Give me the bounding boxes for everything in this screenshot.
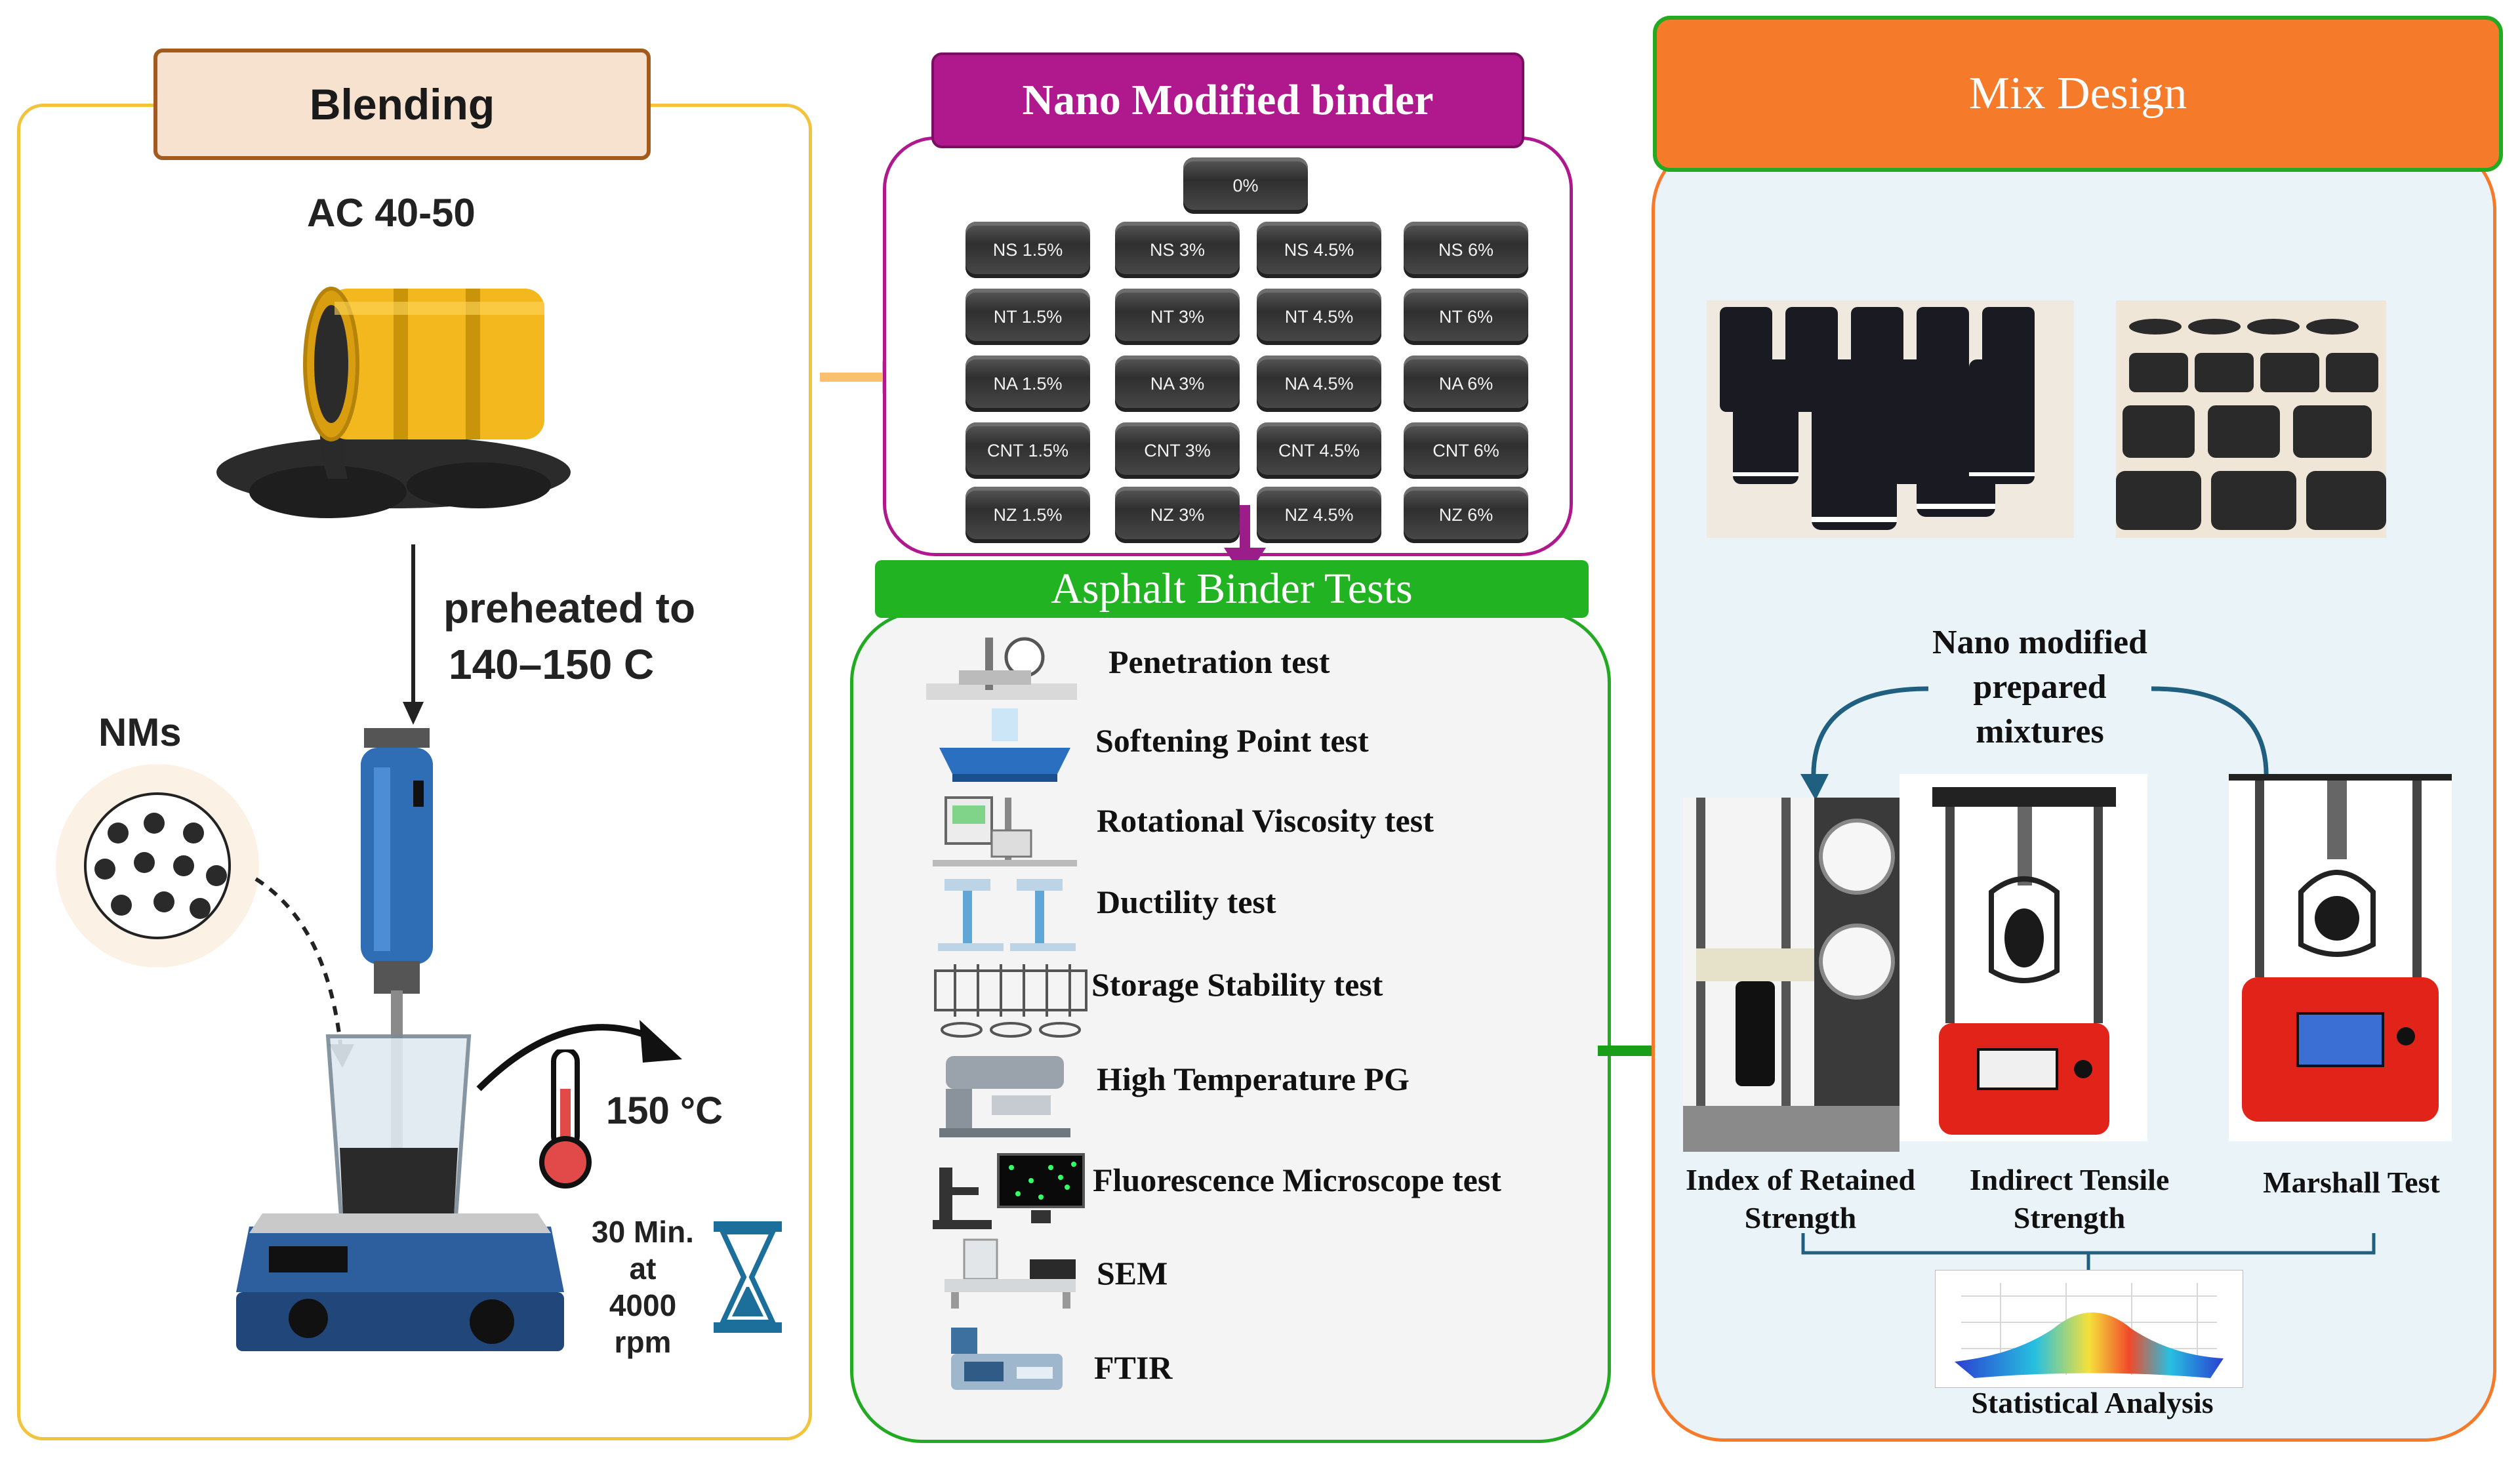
test-label-storage-stability: Storage Stability test [1091,966,1383,1003]
sample-disc: CNT 3% [1115,422,1240,479]
sample-disc: NT 4.5% [1257,289,1381,345]
nanomaterial-particles-icon [56,764,259,967]
test-label-rotational-viscosity: Rotational Viscosity test [1097,802,1434,839]
indirect-tensile-label: Indirect Tensile Strength [1935,1161,2204,1237]
sample-disc: NA 1.5% [965,356,1090,412]
preheat-label-line1: preheated to [443,584,696,632]
nms-label: NMs [98,710,182,754]
dsr-rheometer-icon [939,1056,1070,1137]
test-label-ductility: Ductility test [1097,884,1276,920]
sample-disc: NS 4.5% [1257,222,1381,278]
sample-disc: NS 1.5% [965,222,1090,278]
prepared-line-1: Nano modified [1932,624,2147,661]
blending-title: Blending [153,49,651,160]
thermometer-icon [539,1049,592,1189]
sample-disc: NA 3% [1115,356,1240,412]
sample-disc: CNT 4.5% [1257,422,1381,479]
retained-strength-label: Index of Retained Strength [1666,1161,1935,1237]
sample-disc: NZ 1.5% [965,487,1090,543]
prepared-line-3: mixtures [1976,713,2104,750]
ductility-mold-icon [938,879,1076,951]
sem-instrument-icon [945,1238,1076,1309]
preheat-label-line2: 140–150 C [449,641,655,688]
test-label-fluorescence-microscope: Fluorescence Microscope test [1093,1162,1501,1198]
statistical-analysis-label: Statistical Analysis [1971,1386,2214,1419]
marshall-test-label: Marshall Test [2263,1166,2440,1199]
sample-disc-control: 0% [1183,157,1308,214]
marshall-test-machine-photo [2229,774,2452,1141]
sample-disc: NZ 6% [1404,487,1528,543]
asphalt-barrel-icon [216,287,571,518]
bracket-line-icon [1801,1233,2376,1271]
sample-disc: NS 6% [1404,222,1528,278]
binder-tests-title: Asphalt Binder Tests [875,560,1589,618]
ring-and-ball-icon [939,708,1070,782]
tube-rack-icon [934,964,1087,1038]
penetrometer-icon [926,637,1077,700]
test-label-high-temperature-pg: High Temperature PG [1097,1061,1410,1097]
prepared-mixtures-label: Nano modified prepared mixtures [1902,620,2178,754]
test-label-penetration: Penetration test [1108,643,1330,680]
test-label-softening-point: Softening Point test [1095,722,1369,759]
sample-disc: CNT 1.5% [965,422,1090,479]
high-shear-mixer-icon [236,728,564,1351]
sample-disc: CNT 6% [1404,422,1528,479]
statistical-surface-plot-icon [1935,1270,2243,1388]
compacted-specimens-photo [1707,300,2074,538]
retained-line-2: Strength [1744,1201,1857,1234]
curved-arrow-icon [476,1020,682,1091]
time-line-2: at [629,1251,657,1286]
sample-disc: NA 4.5% [1257,356,1381,412]
sample-disc: NZ 4.5% [1257,487,1381,543]
tensile-line-2: Strength [2013,1201,2126,1234]
time-line-1: 30 Min. [592,1215,694,1249]
temperature-label: 150 °C [606,1089,723,1132]
retained-strength-machine-photo [1683,798,1900,1152]
sample-disc: NA 6% [1404,356,1528,412]
sample-disc: NT 1.5% [965,289,1090,345]
nano-binder-title: Nano Modified binder [931,52,1524,148]
ftir-spectrometer-icon [951,1328,1063,1390]
curved-arrow-left-icon [1800,686,1929,800]
sample-disc: NT 3% [1115,289,1240,345]
test-label-ftir: FTIR [1094,1349,1173,1386]
tensile-line-1: Indirect Tensile [1969,1163,2170,1196]
viscometer-icon [933,796,1077,866]
indirect-tensile-machine-photo [1900,774,2147,1141]
down-arrow-icon [403,544,424,725]
mix-design-title: Mix Design [1653,16,2503,172]
sample-disc: NS 3% [1115,222,1240,278]
sample-disc: NT 6% [1404,289,1528,345]
test-label-sem: SEM [1097,1255,1168,1291]
microscope-icon [933,1153,1085,1229]
sample-disc: NZ 3% [1115,487,1240,543]
binder-grade-label: AC 40-50 [307,191,476,235]
hourglass-icon [714,1221,782,1333]
mixing-time-label: 30 Min. at 4000 rpm [577,1213,708,1360]
marshall-specimens-photo [2116,300,2386,538]
time-line-4: rpm [614,1325,672,1359]
time-line-3: 4000 [609,1288,677,1322]
prepared-line-2: prepared [1973,668,2107,706]
retained-line-1: Index of Retained [1685,1163,1916,1196]
